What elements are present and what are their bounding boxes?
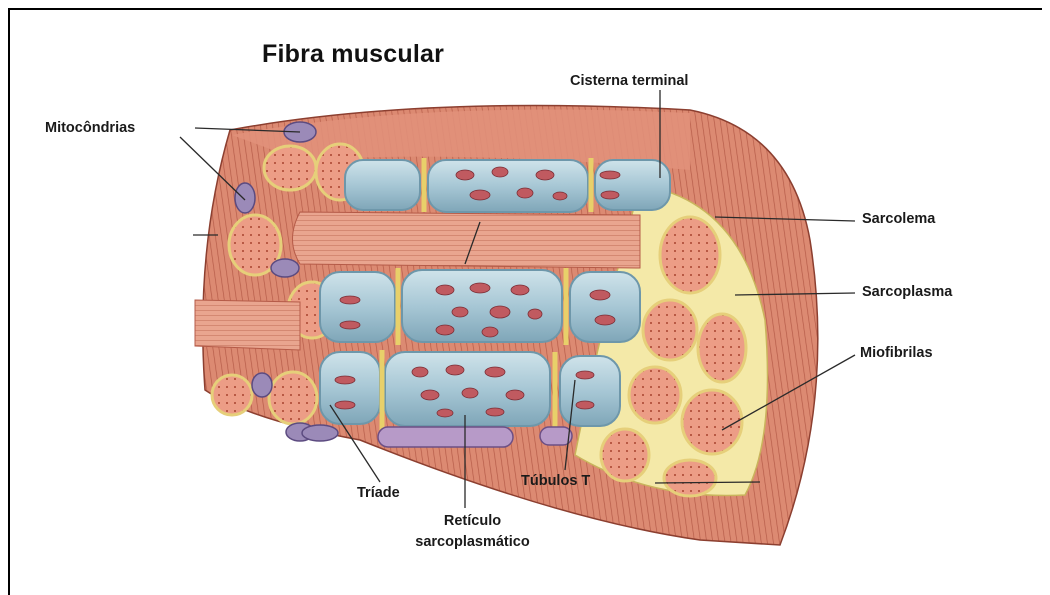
label-miofibrilas: Miofibrilas bbox=[860, 345, 933, 361]
label-sarcoplasma: Sarcoplasma bbox=[862, 284, 952, 300]
label-triade: Tríade bbox=[357, 485, 400, 501]
figure-title: Fibra muscular bbox=[262, 40, 444, 69]
protruding-myofibril bbox=[195, 300, 300, 350]
label-reticulo-line2: sarcoplasmático bbox=[410, 532, 535, 553]
label-reticulo-line1: Retículo bbox=[410, 511, 535, 532]
label-reticulo-sarcoplasmatico: Retículo sarcoplasmático bbox=[410, 511, 535, 553]
label-sarcolema: Sarcolema bbox=[862, 211, 935, 227]
sarcoplasmic-reticulum-tubes bbox=[320, 160, 670, 426]
label-mitocondrias: Mitocôndrias bbox=[45, 120, 135, 136]
label-tubulos-t: Túbulos T bbox=[521, 473, 590, 489]
label-cisterna-terminal: Cisterna terminal bbox=[570, 73, 688, 89]
